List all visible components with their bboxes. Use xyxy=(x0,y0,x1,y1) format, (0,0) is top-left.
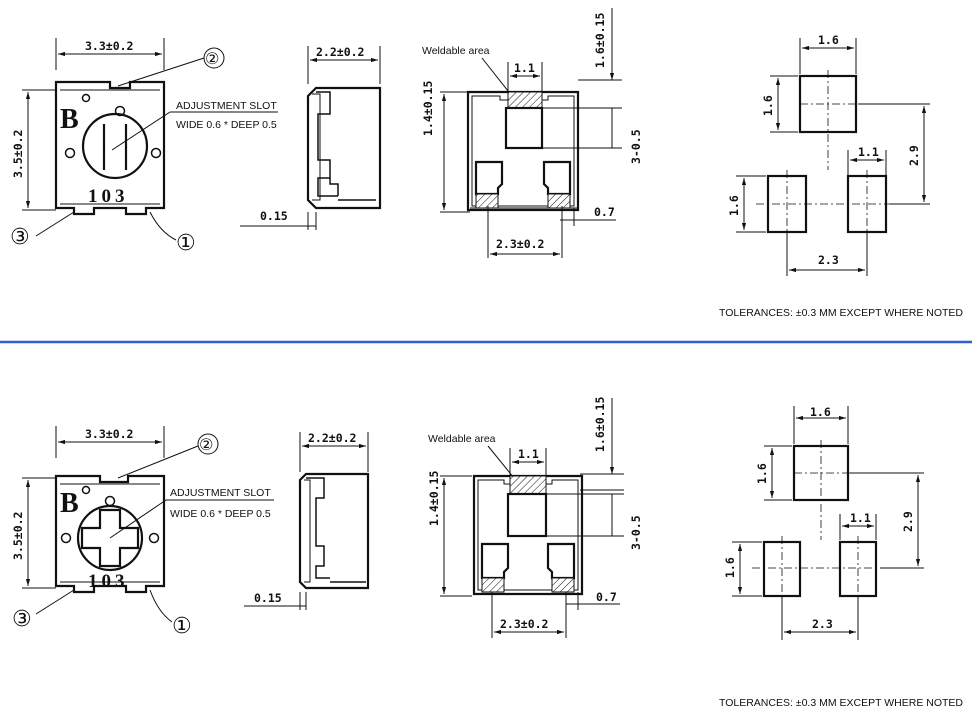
top-pad-width-dim: 1.6 xyxy=(818,33,839,47)
top-width-dim: 3.3±0.2 xyxy=(85,39,133,53)
tab-width-dim: 1.1 xyxy=(518,447,539,461)
right-gap-dim: 3-0.5 xyxy=(629,515,643,550)
drawing-panel-2: 3.3±0.2 3.5±0.2 B 103 ② ADJUSTMENT SLO xyxy=(11,397,963,709)
pad-width-dim: 0.7 xyxy=(594,205,615,219)
tolerance-note: TOLERANCES: ±0.3 MM EXCEPT WHERE NOTED xyxy=(719,307,963,319)
side-view: 2.2±0.2 0.15 xyxy=(240,45,382,230)
top-pad-height-dim: 1.6 xyxy=(761,95,775,116)
pitch-dim: 2.3±0.2 xyxy=(500,617,548,631)
top-view: 3.3±0.2 3.5±0.2 B 103 ② ADJUS xyxy=(10,38,278,256)
top-height-dim: 3.5±0.2 xyxy=(11,512,25,560)
manufacturer-logo: B xyxy=(60,104,79,135)
side-thickness-dim: 0.15 xyxy=(260,209,288,223)
top-pad-width-dim: 1.6 xyxy=(810,405,831,419)
side-width-dim: 2.2±0.2 xyxy=(308,431,356,445)
adjustment-slot-slash xyxy=(102,124,128,170)
callout-pin-1: ① xyxy=(172,614,192,639)
side-view: 2.2±0.2 0.15 xyxy=(244,431,370,610)
callout-pin-1: ① xyxy=(176,231,196,256)
top-height-dim: 3.5±0.2 xyxy=(11,130,25,178)
tab-width-dim: 1.1 xyxy=(514,61,535,75)
bottom-view: Weldable area 1.1 1.6±0.15 1.4±0.15 3-0.… xyxy=(427,397,643,638)
body-height-dim: 1.4±0.15 xyxy=(427,471,441,526)
callout-pin-3: ③ xyxy=(12,607,32,632)
lower-pad-height-dim: 1.6 xyxy=(723,557,737,578)
callout-pin-2: ② xyxy=(199,435,213,454)
row-spacing-dim: 2.9 xyxy=(901,511,915,532)
body-height-dim: 1.4±0.15 xyxy=(421,81,435,136)
top-view: 3.3±0.2 3.5±0.2 B 103 ② ADJUSTMENT SLO xyxy=(11,426,274,639)
callout-pin-3: ③ xyxy=(10,225,30,250)
callout-pin-2: ② xyxy=(205,49,219,68)
land-pattern: 1.6 1.6 2.9 1.1 1.6 xyxy=(727,33,930,276)
pitch-dim: 2.3±0.2 xyxy=(496,237,544,251)
adjustment-slot-cross xyxy=(80,508,140,568)
pitch-dim-land: 2.3 xyxy=(818,253,839,267)
pitch-dim-land: 2.3 xyxy=(812,617,833,631)
top-width-dim: 3.3±0.2 xyxy=(85,427,133,441)
top-edge-dim: 1.6±0.15 xyxy=(593,397,607,452)
weldable-area-label: Weldable area xyxy=(422,45,490,57)
weldable-area-label: Weldable area xyxy=(428,433,496,445)
right-gap-dim: 3-0.5 xyxy=(629,129,643,164)
lower-pad-width-dim: 1.1 xyxy=(858,145,879,159)
land-pattern: 1.6 1.6 2.9 1.1 1.6 xyxy=(723,405,924,640)
bottom-view: Weldable area 1.1 1.6±0.15 1.4±0.15 3-0.… xyxy=(421,8,643,258)
pad-width-dim: 0.7 xyxy=(596,590,617,604)
drawing-panel-1: 3.3±0.2 3.5±0.2 B 103 ② ADJUS xyxy=(10,8,963,319)
top-pad-height-dim: 1.6 xyxy=(755,463,769,484)
tolerance-note: TOLERANCES: ±0.3 MM EXCEPT WHERE NOTED xyxy=(719,697,963,709)
resistance-marking: 103 xyxy=(88,186,129,207)
row-spacing-dim: 2.9 xyxy=(907,145,921,166)
slot-note-line2: WIDE 0.6 * DEEP 0.5 xyxy=(176,119,277,131)
side-thickness-dim: 0.15 xyxy=(254,591,282,605)
top-edge-dim: 1.6±0.15 xyxy=(593,13,607,68)
slot-note-line1: ADJUSTMENT SLOT xyxy=(176,100,277,112)
resistance-marking: 103 xyxy=(88,571,129,592)
slot-note-line2: WIDE 0.6 * DEEP 0.5 xyxy=(170,508,271,520)
side-width-dim: 2.2±0.2 xyxy=(316,45,364,59)
slot-note-line1: ADJUSTMENT SLOT xyxy=(170,487,271,499)
manufacturer-logo: B xyxy=(60,488,79,519)
lower-pad-height-dim: 1.6 xyxy=(727,195,741,216)
lower-pad-width-dim: 1.1 xyxy=(850,511,871,525)
